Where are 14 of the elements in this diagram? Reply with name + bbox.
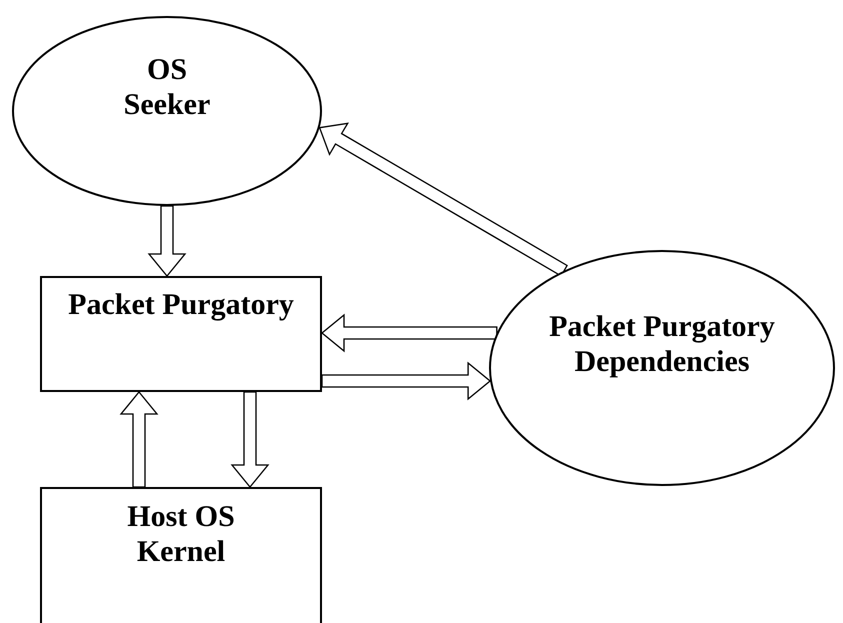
node-label: Host OS Kernel [126,500,236,569]
process-ellipse [12,16,322,206]
node-label: Packet Purgatory Dependencies [548,310,776,379]
process-ellipse [489,250,835,486]
node-label: OS Seeker [122,53,212,122]
hollow-arrow [148,205,186,278]
hollow-arrow [320,314,498,352]
hollow-arrow [120,390,158,488]
hollow-arrow [321,362,492,400]
process-box [40,487,322,623]
hollow-arrow [230,391,270,488]
hollow-arrow [318,122,568,277]
process-box [40,276,322,392]
node-label: Packet Purgatory [68,288,294,322]
